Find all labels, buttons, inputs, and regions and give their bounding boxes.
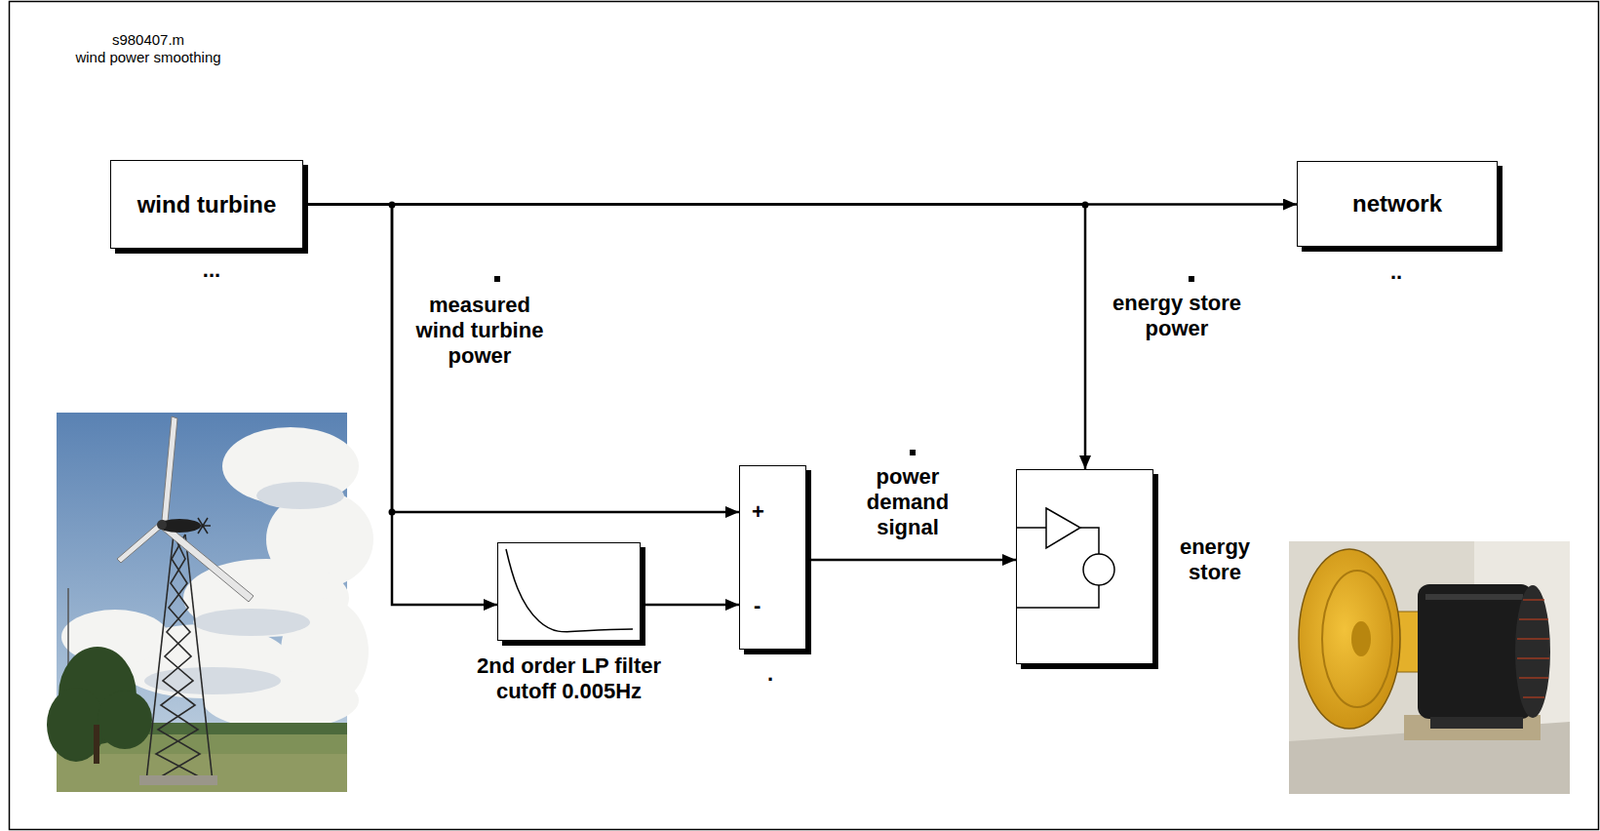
- signal-label: power demand signal: [834, 464, 981, 541]
- file-heading: s980407.m: [112, 31, 185, 49]
- store-icon: [1016, 469, 1155, 665]
- continuation-dots: .: [767, 661, 774, 686]
- turbine-photo: [46, 412, 374, 792]
- block-label: wind turbine: [137, 192, 277, 218]
- signal-markers: [494, 275, 1195, 456]
- port-sign: -: [753, 592, 761, 619]
- signal-label: energy store power: [1098, 290, 1255, 342]
- continuation-dots: ...: [202, 257, 221, 282]
- block-label: 2nd order LP filter cutoff 0.005Hz: [457, 653, 682, 704]
- source-block: wind turbine: [110, 159, 304, 249]
- signal-label: measured wind turbine power: [401, 292, 558, 369]
- signal-connector: [303, 204, 740, 513]
- signal-connector: [806, 558, 1016, 562]
- flywheel-photo: [1288, 541, 1570, 794]
- lowpass-icon: [498, 543, 642, 642]
- block-label: network: [1352, 191, 1443, 217]
- file-heading: wind power smoothing: [75, 48, 221, 67]
- sink-block: network: [1296, 160, 1498, 247]
- port-sign: +: [751, 499, 765, 525]
- continuation-dots: ..: [1390, 259, 1403, 284]
- signal-connector: [303, 204, 1086, 470]
- block-label: energy store: [1166, 534, 1264, 586]
- sum-block: +-: [739, 465, 807, 650]
- signal-connector: [640, 603, 740, 607]
- filter-block: 2nd order LP filter cutoff 0.005Hz: [497, 542, 641, 641]
- page-frame: [9, 1, 1600, 830]
- store-block: energy store: [1015, 468, 1154, 664]
- signal-connector: [303, 204, 498, 606]
